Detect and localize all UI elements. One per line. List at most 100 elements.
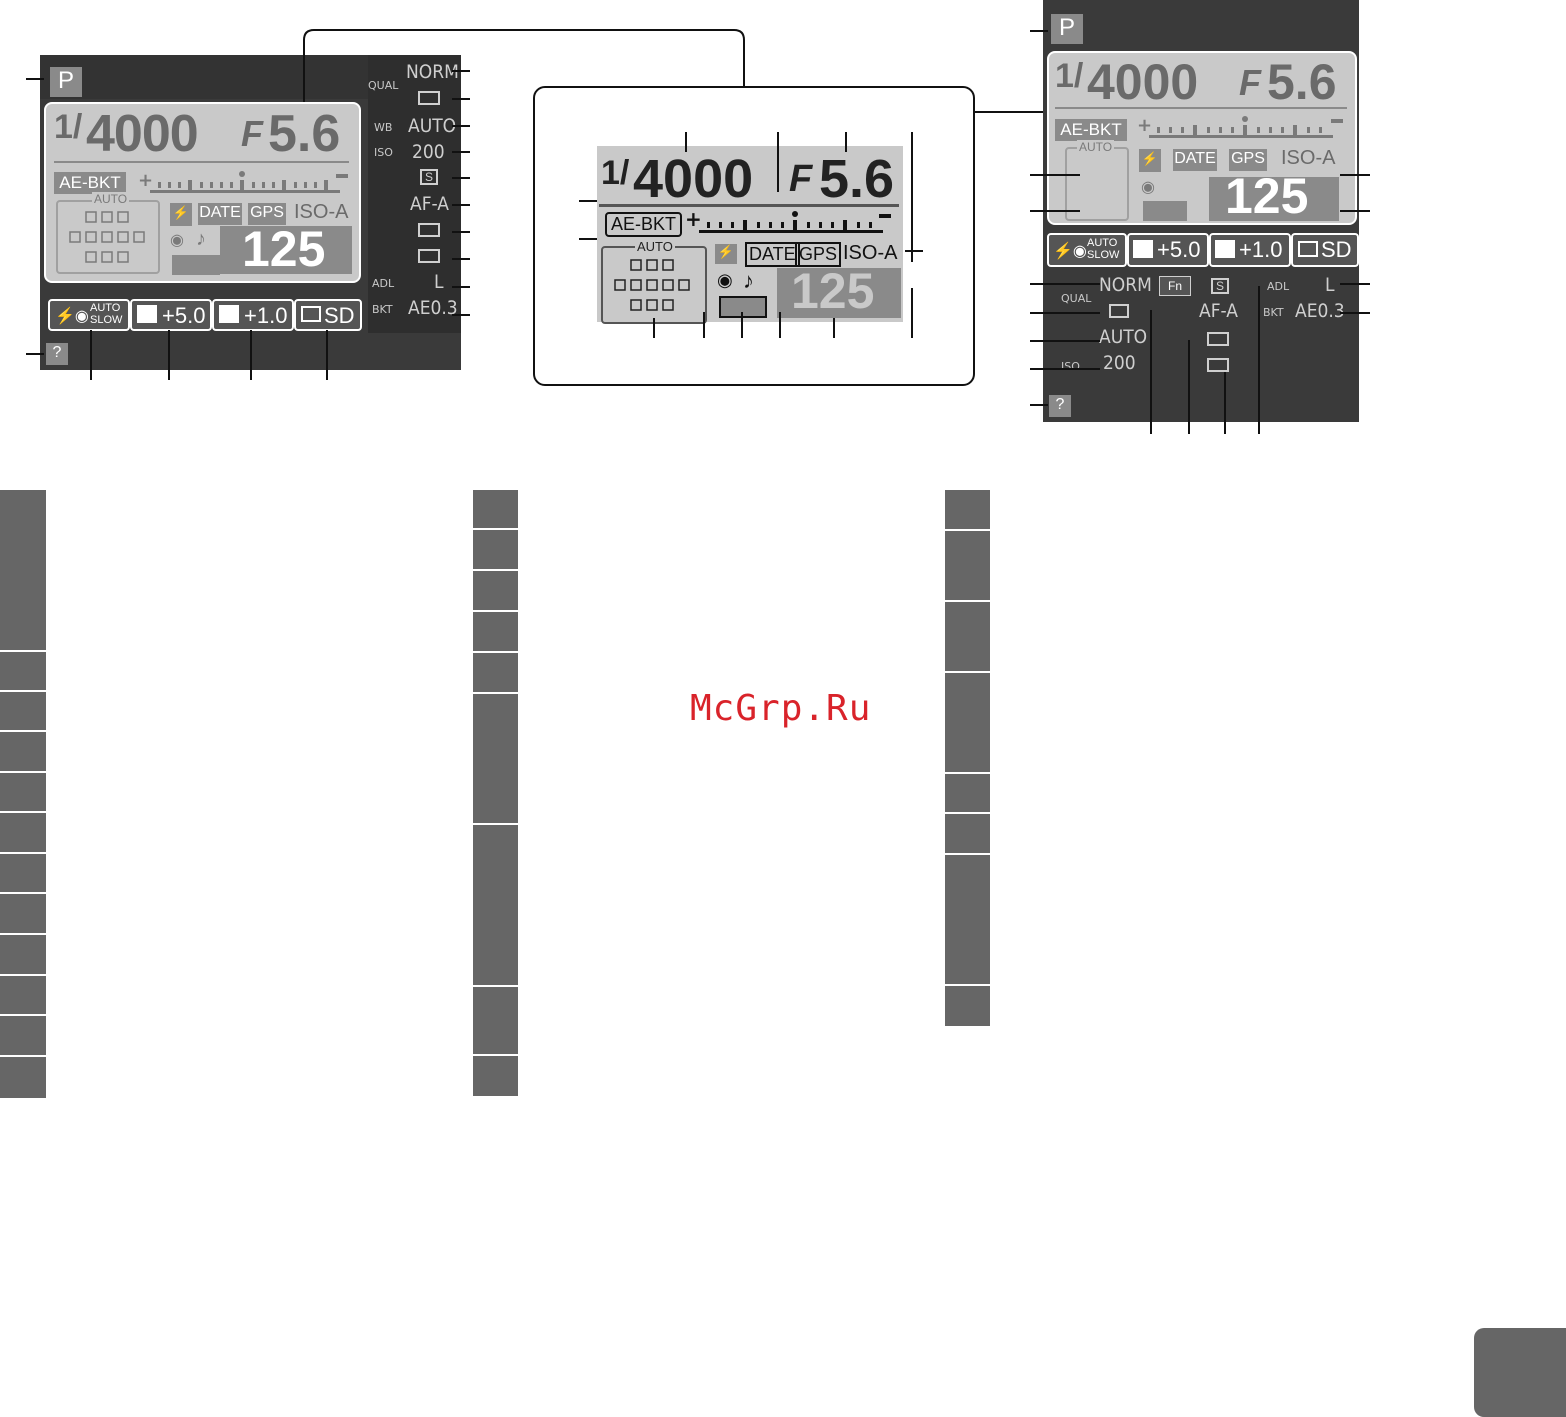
callout-left-mode — [26, 78, 44, 80]
watermark-text: McGrp.Ru — [690, 688, 872, 729]
right-metering-icon — [1207, 358, 1229, 372]
left-divider-line — [54, 161, 349, 163]
page-corner-tab — [1474, 1328, 1566, 1417]
right-flash-mode-icon: ⚡◉ — [1053, 243, 1087, 260]
right-adl-label: ADL — [1267, 280, 1290, 293]
table-row — [0, 692, 46, 732]
right-exposure-comp-icon — [1133, 240, 1153, 258]
zoom-exposure-scale: + — [685, 208, 891, 233]
zoom-panel: 1/ 4000 F 5.6 AE-BKT + AUTO — [533, 86, 975, 386]
right-mode-badge: P — [1051, 14, 1083, 44]
left-info-display: P 1/ 4000 F 5.6 AE-BKT + AUTO — [40, 55, 461, 370]
table-row — [945, 855, 990, 986]
zoom-ae-bkt-badge: AE-BKT — [605, 212, 683, 237]
table-row — [0, 490, 46, 652]
left-af-mode-value: AF-A — [410, 193, 449, 215]
zoom-aperture: 5.6 — [819, 149, 895, 209]
right-battery-icon — [1143, 201, 1187, 221]
left-wireless-icon: ◉ — [170, 232, 184, 249]
left-qual-label: QUAL — [368, 79, 399, 92]
table-row — [0, 813, 46, 854]
zoom-flash-comp-icon: ⚡ — [715, 244, 737, 264]
left-bkt-value: AE0.3 — [408, 297, 458, 319]
right-shutter-fraction: 1/ — [1055, 57, 1084, 95]
left-flash-slow: SLOW — [90, 314, 123, 326]
table-row — [473, 490, 518, 530]
left-gps-badge: GPS — [248, 203, 286, 225]
svg-text:+: + — [138, 170, 153, 191]
table-row — [0, 1016, 46, 1057]
left-flash-mode-cell: ⚡◉ AUTO SLOW — [48, 299, 130, 331]
left-flash-comp-cell: +1.0 — [212, 299, 294, 331]
zoom-shutter-speed: 4000 — [633, 149, 754, 209]
table-row — [473, 571, 518, 612]
right-bkt-value: AE0.3 — [1295, 300, 1345, 322]
right-flash-comp-value-icon — [1215, 240, 1235, 258]
right-aperture: 5.6 — [1267, 54, 1337, 110]
table-row — [0, 652, 46, 692]
right-release-mode-icon: S — [1211, 278, 1229, 294]
right-lcd-area: 1/ 4000 F 5.6 AE-BKT + AUTO ⚡ DATE GPS I… — [1047, 51, 1357, 225]
left-iso-auto: ISO-A — [294, 201, 349, 223]
left-picture-control-icon — [301, 306, 321, 322]
left-picture-control-value: SD — [324, 303, 355, 328]
right-gps-badge: GPS — [1229, 149, 1267, 171]
left-size-icon — [418, 91, 440, 105]
right-picture-control-value: SD — [1321, 237, 1352, 262]
right-frames-bg — [1209, 177, 1339, 221]
left-exp-comp-cell: +5.0 — [130, 299, 212, 331]
right-date-badge: DATE — [1173, 149, 1217, 171]
right-shutter-speed: 4000 — [1087, 54, 1199, 110]
right-flash-comp-cell: +1.0 — [1209, 233, 1291, 267]
zoom-gps-badge: GPS — [795, 242, 842, 267]
table-row — [945, 673, 990, 774]
table-row — [473, 987, 518, 1056]
zoom-wireless-icon: ◉ — [717, 270, 733, 290]
left-battery-icon — [172, 255, 220, 275]
right-picture-control-icon — [1298, 241, 1318, 257]
right-af-area-box: AUTO — [1065, 140, 1129, 221]
zoom-battery-icon — [719, 296, 767, 318]
zoom-af-area-label: AUTO — [635, 239, 675, 254]
right-wb-value: AUTO — [1099, 326, 1148, 348]
left-beep-icon: ♪ — [196, 228, 206, 250]
right-ae-bkt-badge: AE-BKT — [1055, 119, 1127, 141]
table-row — [0, 854, 46, 894]
left-aperture-prefix: F — [241, 113, 263, 154]
right-frames-count: 125 — [1225, 168, 1309, 224]
zoom-iso-auto: ISO-A — [843, 242, 898, 264]
left-release-mode-icon: S — [420, 169, 438, 185]
right-divider-line — [1055, 107, 1347, 109]
table-row — [473, 653, 518, 694]
left-wb-value: AUTO — [408, 115, 457, 137]
zoom-date-badge: DATE — [745, 242, 800, 267]
left-exposure-comp-icon — [137, 305, 157, 323]
zoom-lcd-area: 1/ 4000 F 5.6 AE-BKT + AUTO — [597, 146, 903, 324]
table-row — [945, 531, 990, 602]
right-info-display: P 1/ 4000 F 5.6 AE-BKT + AUTO ⚡ DATE GPS — [1043, 0, 1359, 422]
left-help-badge: ? — [46, 343, 68, 365]
right-exp-comp-cell: +5.0 — [1127, 233, 1209, 267]
table-row — [945, 774, 990, 814]
left-adl-value: L — [434, 271, 444, 293]
left-ae-bkt-badge: AE-BKT — [54, 172, 126, 194]
right-adl-value: L — [1325, 274, 1335, 296]
right-wireless-icon: ◉ — [1141, 179, 1155, 196]
zoom-connector — [303, 29, 1048, 113]
zoom-beep-icon: ♪ — [743, 268, 754, 293]
right-af-area-label: AUTO — [1077, 140, 1115, 154]
left-metering-icon — [418, 249, 440, 263]
left-wb-label: WB — [374, 121, 393, 134]
svg-text:+: + — [1137, 115, 1152, 136]
left-af-area-label: AUTO — [92, 192, 130, 206]
left-af-area-mode-icon — [418, 223, 440, 237]
table-row — [0, 1057, 46, 1100]
right-iso-value: 200 — [1103, 352, 1136, 374]
table-row — [945, 602, 990, 673]
left-qual-value: NORM — [406, 61, 459, 83]
left-shutter-fraction: 1/ — [54, 108, 83, 146]
right-settings-grid: NORM Fn S ADL L QUAL AF-A BKT AE0.3 AUTO… — [1055, 270, 1347, 380]
right-picture-control-cell: SD — [1291, 233, 1359, 267]
left-adl-label: ADL — [372, 277, 395, 290]
left-mode-badge: P — [50, 67, 82, 97]
